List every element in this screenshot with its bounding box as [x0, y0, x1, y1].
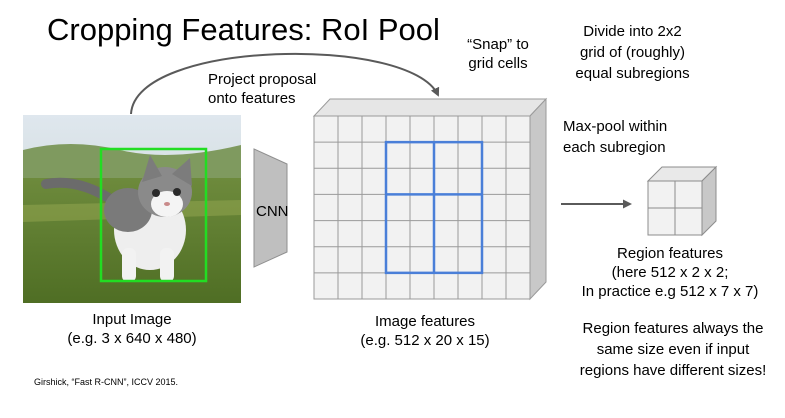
kitten-picture: [41, 155, 192, 282]
project-proposal-label: Project proposal onto features: [208, 70, 316, 108]
divide-label: Divide into 2x2 grid of (roughly) equal …: [560, 21, 705, 84]
feature-map-side-face: [529, 97, 547, 301]
size-note-line: Region features always the: [582, 320, 764, 337]
size-note-line: regions have different sizes!: [579, 362, 767, 379]
snap-label: “Snap” to grid cells: [448, 35, 548, 73]
cnn-block: [253, 148, 288, 268]
size-note: Region features always the same size eve…: [568, 318, 778, 381]
project-proposal-line: Project proposal: [208, 71, 317, 88]
feature-map: [312, 97, 548, 301]
maxpool-line: Max-pool within: [563, 118, 668, 135]
input-caption-line: Input Image: [92, 311, 172, 328]
feature-map-front-face: [313, 115, 531, 300]
input-caption-line: (e.g. 3 x 640 x 480): [67, 330, 197, 347]
image-features-caption: Image features (e.g. 512 x 20 x 15): [340, 312, 510, 350]
features-caption-line: Image features: [374, 313, 476, 330]
proposal-box: [99, 147, 208, 283]
snap-line: “Snap” to: [467, 36, 529, 53]
features-caption-line: (e.g. 512 x 20 x 15): [360, 332, 490, 349]
input-image: [23, 115, 241, 303]
region-caption-line: In practice e.g 512 x 7 x 7): [581, 283, 759, 300]
project-proposal-line: onto features: [208, 90, 296, 107]
maxpool-line: each subregion: [563, 139, 666, 156]
region-caption-line: (here 512 x 2 x 2;: [611, 264, 729, 281]
projection-arrow: [130, 52, 440, 115]
cnn-label: CNN: [256, 203, 289, 220]
region-caption-line: Region features: [617, 245, 723, 262]
citation: Girshick, “Fast R-CNN”, ICCV 2015.: [34, 377, 179, 387]
maxpool-label: Max-pool within each subregion: [563, 116, 667, 158]
size-note-line: same size even if input: [596, 341, 750, 358]
input-image-caption: Input Image (e.g. 3 x 640 x 480): [52, 310, 212, 348]
feature-map-top-face: [312, 98, 548, 117]
region-features-cube: [646, 165, 718, 237]
divide-line: grid of (roughly): [579, 44, 686, 61]
region-features-caption: Region features (here 512 x 2 x 2; In pr…: [570, 244, 770, 301]
divide-line: equal subregions: [575, 65, 690, 82]
divide-line: Divide into 2x2: [583, 23, 682, 40]
snap-line: grid cells: [468, 55, 528, 72]
slide-title: Cropping Features: RoI Pool: [47, 12, 440, 47]
